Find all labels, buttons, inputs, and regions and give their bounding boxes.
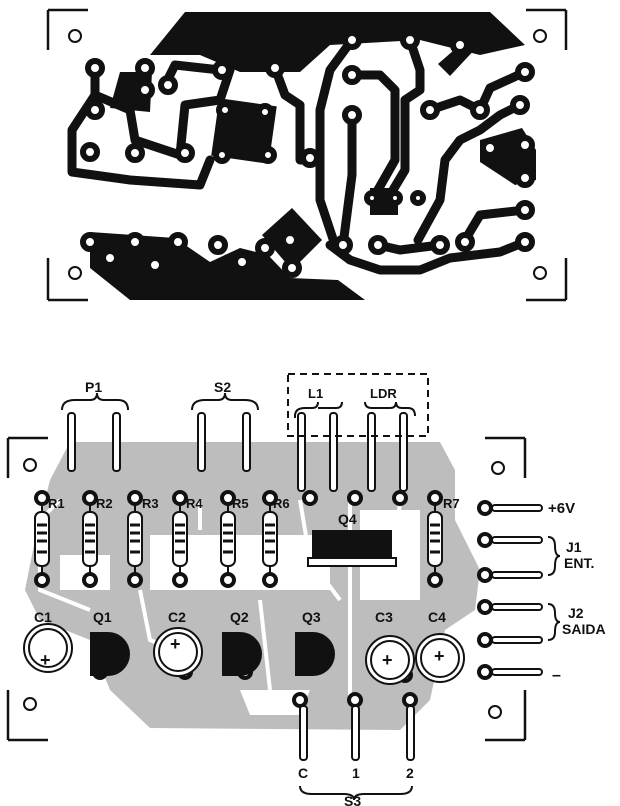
plus6v-label: +6V [548, 500, 575, 517]
c4-label: C4 [428, 609, 446, 625]
saida-label: SAIDA [562, 621, 606, 637]
r6-label: R6 [273, 496, 290, 511]
right-terminal-wires [491, 504, 543, 676]
copper-traces [67, 35, 530, 275]
r2-label: R2 [96, 496, 113, 511]
minus-label: – [552, 667, 561, 684]
ent-label: ENT. [564, 555, 594, 571]
copper-board-corners [46, 8, 568, 302]
component-board-corners [6, 436, 527, 742]
s3-pin-1-label: 1 [352, 765, 360, 781]
q3-label: Q3 [302, 609, 321, 625]
r3-label: R3 [142, 496, 159, 511]
q4-label: Q4 [338, 511, 357, 527]
s3-pin-c-label: C [298, 765, 308, 781]
label-braces [61, 392, 416, 418]
s3-lead-wires [299, 705, 415, 761]
q1-label: Q1 [93, 609, 112, 625]
p1-label: P1 [85, 379, 102, 395]
top-lead-wires [67, 412, 408, 492]
l1-label: L1 [308, 386, 323, 401]
s2-label: S2 [214, 379, 231, 395]
r7-label: R7 [443, 496, 460, 511]
mounting-holes-top [68, 29, 547, 280]
capacitor-bodies [23, 623, 465, 685]
copper-side-view [46, 8, 568, 302]
resistor-bodies [34, 504, 443, 574]
j1-label: J1 [566, 539, 582, 555]
c1-polarity-mark: + [40, 650, 51, 670]
r4-label: R4 [186, 496, 203, 511]
terminal-braces [547, 536, 561, 641]
q4-transistor-body [307, 530, 397, 567]
c1-label: C1 [34, 609, 52, 625]
c2-label: C2 [168, 609, 186, 625]
c3-polarity-mark: + [382, 650, 393, 670]
c3-label: C3 [375, 609, 393, 625]
c2-polarity-mark: + [170, 634, 181, 654]
copper-pads [80, 30, 535, 278]
r5-label: R5 [232, 496, 249, 511]
s3-label: S3 [344, 793, 361, 806]
s3-brace [299, 785, 413, 801]
s3-pin-2-label: 2 [406, 765, 414, 781]
q2-label: Q2 [230, 609, 249, 625]
mounting-holes-bottom [23, 458, 505, 719]
to92-transistor-bodies [90, 632, 335, 676]
r1-label: R1 [48, 496, 65, 511]
c4-polarity-mark: + [434, 646, 445, 666]
j2-label: J2 [568, 605, 584, 621]
ldr-label: LDR [370, 386, 397, 401]
external-parts-box [287, 373, 429, 437]
component-side-view: + + + + P1 S2 [6, 373, 606, 806]
